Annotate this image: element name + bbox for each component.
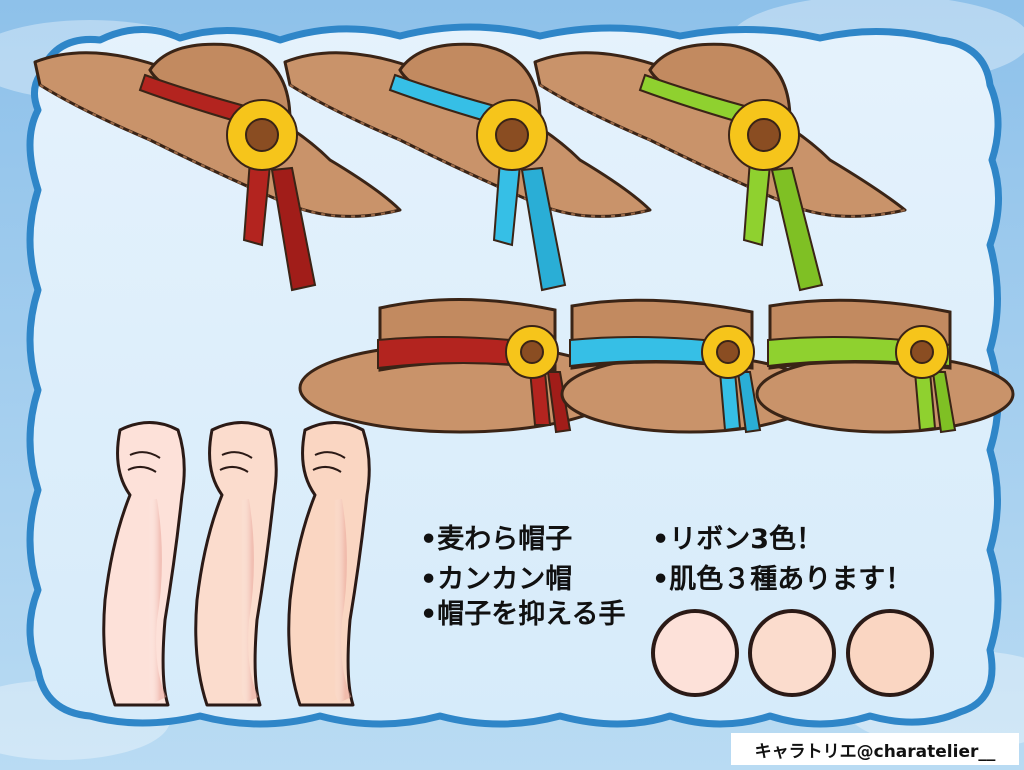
sunflower-icon bbox=[476, 99, 548, 171]
skin-swatch-1 bbox=[651, 609, 739, 697]
credit-text: キャラトリエ@charatelier__ bbox=[754, 741, 996, 762]
boater-hat-blue-ribbon bbox=[560, 298, 820, 434]
sunflower-icon bbox=[728, 99, 800, 171]
hand-arm-skin-2 bbox=[194, 421, 278, 707]
sunflower-icon bbox=[226, 99, 298, 171]
straw-hat-blue-ribbon bbox=[283, 42, 652, 292]
feature-ribbon-colors: •リボン3色！ bbox=[652, 524, 824, 555]
hand-arm-skin-3 bbox=[287, 421, 371, 707]
boater-hat-red-ribbon bbox=[298, 298, 622, 434]
feature-skin-tones: •肌色３種あります！ bbox=[652, 564, 913, 595]
feature-boater-hat: •カンカン帽 bbox=[420, 564, 573, 595]
skin-swatch-3 bbox=[846, 609, 934, 697]
credit-box: キャラトリエ@charatelier__ bbox=[731, 733, 1019, 765]
sunflower-icon bbox=[895, 325, 949, 379]
sunflower-icon bbox=[505, 325, 559, 379]
straw-hat-red-ribbon bbox=[33, 42, 402, 292]
skin-swatch-2 bbox=[748, 609, 836, 697]
feature-straw-hat: •麦わら帽子 bbox=[420, 524, 573, 555]
boater-hat-green-ribbon bbox=[755, 298, 1015, 434]
straw-hat-green-ribbon bbox=[533, 42, 907, 292]
sunflower-icon bbox=[701, 325, 755, 379]
hand-arm-skin-1 bbox=[102, 421, 186, 707]
feature-hat-holding-hand: •帽子を抑える手 bbox=[420, 599, 626, 630]
